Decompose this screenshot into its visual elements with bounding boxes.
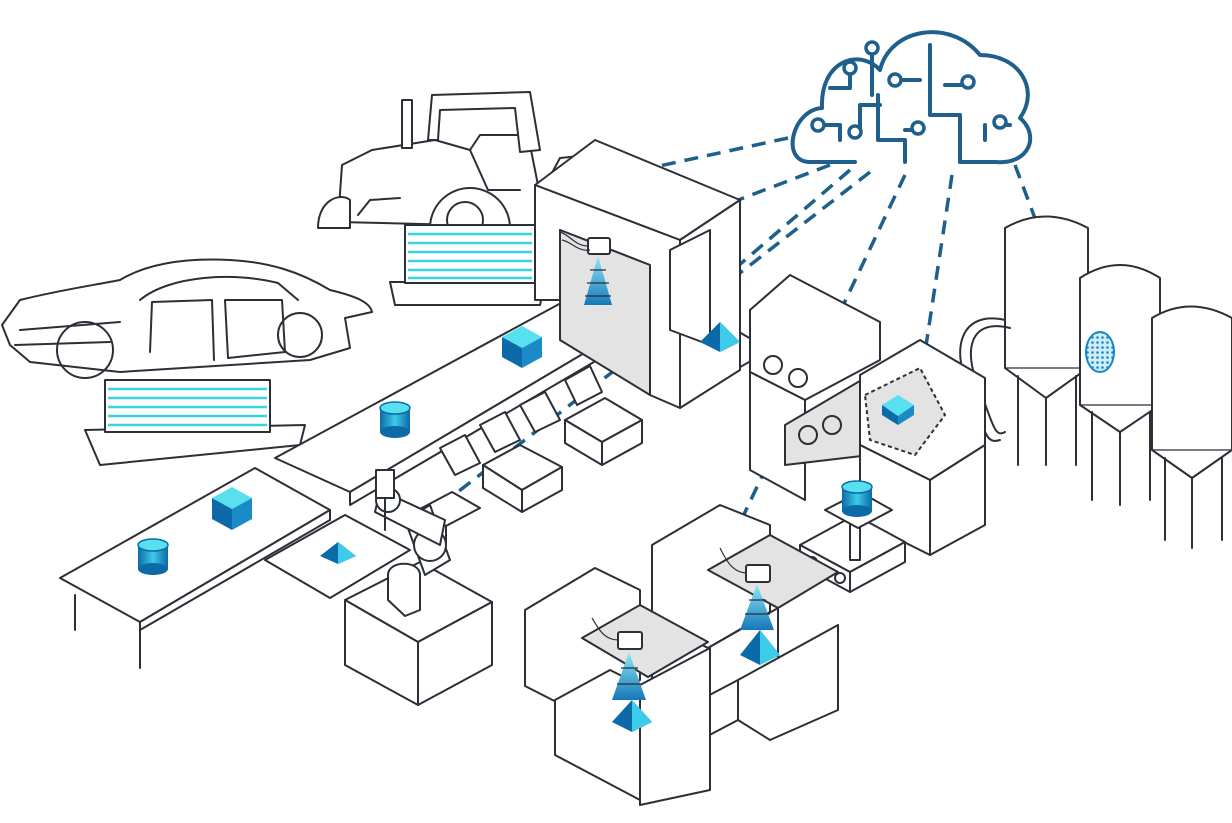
main-conveyor [59, 289, 771, 669]
car-body-shell [1, 258, 373, 466]
station-pyramid-item [740, 630, 780, 665]
pyramid-item [700, 322, 740, 352]
cylinder-item [137, 538, 169, 575]
robot-arm [344, 469, 493, 706]
inspection-station-left [524, 567, 711, 806]
storage-silos [959, 215, 1232, 549]
conveyor-items [137, 322, 740, 575]
gate-sensor-icon [559, 231, 612, 305]
silo-window [1085, 331, 1115, 373]
sorting-bins [417, 365, 643, 546]
cube-item [212, 487, 252, 530]
station-pyramid-item [612, 700, 652, 732]
cube-item [502, 326, 542, 368]
station-sensor-icon [591, 617, 646, 700]
cloud-circuit-icon [790, 30, 1033, 165]
machine-cube-item [882, 395, 914, 425]
car-lift-glow [108, 387, 267, 427]
inspection-gate [534, 139, 741, 409]
press-cylinder-item [841, 480, 873, 517]
tractor-lift-glow [408, 232, 532, 280]
cylinder-item [379, 401, 411, 438]
tractor [317, 91, 591, 306]
processing-machine-large [749, 274, 986, 556]
pyramid-item [320, 542, 356, 564]
station-sensor-icon [719, 547, 774, 630]
